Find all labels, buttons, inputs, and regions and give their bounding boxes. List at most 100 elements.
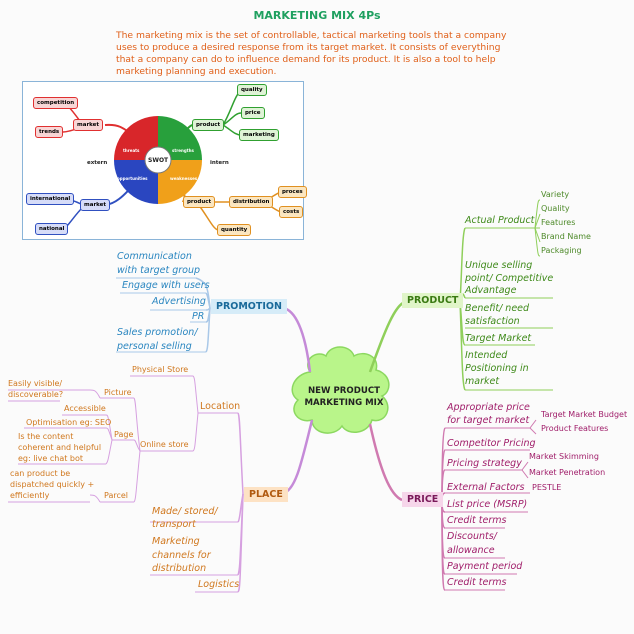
product-benefit: Benefit/ need satisfaction: [465, 303, 529, 328]
price-strategy-item-1: Market Penetration: [529, 468, 606, 477]
place-accessible: Accessible: [64, 404, 106, 413]
product-actual-item-3: Brand Name: [541, 232, 591, 241]
place-content-note-line-1: coherent and helpful: [18, 443, 102, 452]
swot-quality-node: quality: [237, 84, 267, 96]
place-picture: Picture: [104, 388, 132, 397]
swot-intern-label: intern: [210, 160, 229, 166]
place-location: Location: [200, 401, 241, 412]
place-parcel: Parcel: [104, 491, 129, 500]
center-cloud-shape: [291, 346, 390, 434]
swot-national-node: national: [35, 223, 69, 235]
product-positioning-line-2: market: [465, 376, 500, 387]
promotion-sales: Sales promotion/ personal selling: [117, 326, 198, 354]
place-picture-note-line-0: Easily visible/: [8, 379, 63, 388]
swot-market-top-node: market: [73, 119, 104, 131]
swot-center-label: SWOT: [148, 157, 169, 164]
swot-competition-node: competition: [33, 97, 79, 109]
price-appropriate-line-1: for target market: [447, 415, 530, 426]
swot-proces-node: proces: [278, 186, 307, 198]
price-credit-terms-2: Credit terms: [447, 577, 507, 588]
swot-product-bottom-node: product: [183, 196, 216, 208]
swot-product-top-node: product: [192, 119, 225, 131]
price-appropriate: Appropriate price for target market: [447, 401, 530, 427]
center-node: NEW PRODUCT MARKETING MIX: [294, 385, 394, 409]
promotion-communication: Communication with target group: [117, 250, 200, 278]
price-appropriate-item-1: Product Features: [541, 424, 609, 433]
product-actual-item-0: Variety: [541, 190, 570, 199]
product-usp-line-1: point/ Competitive: [465, 272, 554, 284]
place-content-note: Is the content coherent and helpful eg: …: [18, 431, 101, 464]
price-branch-label: PRICE: [402, 492, 444, 507]
swot-threats-label: threats: [123, 148, 140, 153]
price-payment-period: Payment period: [447, 561, 523, 572]
place-content-note-line-0: Is the content: [18, 432, 74, 441]
product-positioning-line-0: Intended: [465, 350, 508, 361]
price-discounts-line-0: Discounts/: [447, 531, 497, 542]
intro-paragraph: The marketing mix is the set of controll…: [116, 30, 507, 77]
product-positioning: Intended Positioning in market: [465, 349, 529, 388]
price-competitor: Competitor Pricing: [447, 438, 536, 449]
promotion-item-0-line-1: with target group: [117, 265, 201, 276]
place-parcel-note-line-1: dispatched quickly +: [10, 480, 95, 489]
promotion-item-0-line-0: Communication: [117, 251, 192, 262]
price-strategy-item-0: Market Skimming: [529, 452, 599, 461]
place-physical-store: Physical Store: [132, 365, 189, 374]
product-actual-item-4: Packaging: [541, 246, 582, 255]
place-seo: Optimisation eg: SEO: [26, 418, 112, 427]
swot-international-node: international: [26, 193, 75, 205]
swot-quantity-node: quantity: [217, 224, 252, 236]
price-external: External Factors: [447, 482, 525, 493]
swot-marketing-node: marketing: [239, 129, 279, 141]
place-channels-line-2: distribution: [152, 563, 207, 574]
place-picture-note-line-1: discoverable?: [8, 390, 64, 399]
place-parcel-note-line-0: can product be: [10, 469, 71, 478]
promotion-branch-label: PROMOTION: [211, 299, 287, 314]
price-list: List price (MSRP): [447, 499, 528, 510]
place-parcel-note-line-2: efficiently: [10, 491, 50, 500]
product-usp-line-2: Advantage: [465, 285, 517, 296]
place-online-store: Online store: [140, 440, 189, 449]
product-usp: Unique selling point/ Competitive Advant…: [465, 260, 553, 298]
swot-mindmap-panel: SWOT threats strengths opportunities wea…: [22, 81, 307, 240]
place-picture-note: Easily visible/ discoverable?: [8, 378, 63, 400]
center-line-1: NEW PRODUCT: [307, 386, 381, 396]
product-target: Target Market: [465, 333, 532, 344]
product-actual-item-2: Features: [541, 218, 576, 227]
product-positioning-line-1: Positioning in: [465, 363, 529, 374]
product-benefit-line-1: satisfaction: [465, 315, 520, 327]
price-strategy: Pricing strategy: [447, 458, 522, 469]
swot-extern-label: extern: [87, 160, 108, 166]
place-channels-line-1: channels for: [152, 549, 211, 561]
place-page: Page: [114, 430, 134, 439]
swot-opportunities-label: opportunities: [117, 176, 148, 181]
place-made-line-0: Made/ stored/: [152, 506, 218, 517]
swot-market-bottom-node: market: [80, 199, 111, 211]
price-discounts-line-1: allowance: [447, 545, 495, 556]
product-benefit-line-0: Benefit/ need: [465, 303, 530, 314]
center-line-2: MARKETING MIX: [304, 398, 384, 408]
swot-distribution-node: distribution: [229, 196, 274, 208]
place-made: Made/ stored/ transport: [152, 505, 218, 531]
place-channels-line-0: Marketing: [152, 536, 200, 547]
swot-weaknesses-label: weaknesses: [170, 176, 198, 181]
place-branch-label: PLACE: [244, 487, 288, 502]
swot-price-node: price: [241, 107, 265, 119]
price-appropriate-line-0: Appropriate price: [447, 402, 530, 413]
promotion-advertising: Advertising: [152, 296, 206, 307]
product-actual: Actual Product: [465, 215, 535, 226]
place-channels: Marketing channels for distribution: [152, 535, 211, 576]
price-credit-terms-1: Credit terms: [447, 515, 507, 526]
price-pestle: PESTLE: [532, 483, 562, 492]
product-branch-label: PRODUCT: [402, 293, 464, 308]
swot-costs-node: costs: [279, 206, 304, 218]
promotion-item-4-line-1: personal selling: [117, 341, 192, 352]
promotion-pr: PR: [192, 311, 205, 322]
price-discounts: Discounts/ allowance: [447, 530, 497, 558]
swot-strengths-label: strengths: [172, 148, 194, 153]
product-actual-item-1: Quality: [541, 204, 570, 213]
place-made-line-1: transport: [152, 519, 196, 530]
place-parcel-note: can product be dispatched quickly + effi…: [10, 468, 94, 501]
promotion-item-4-line-0: Sales promotion/: [117, 327, 198, 338]
price-appropriate-item-0: Target Market Budget: [541, 410, 628, 419]
